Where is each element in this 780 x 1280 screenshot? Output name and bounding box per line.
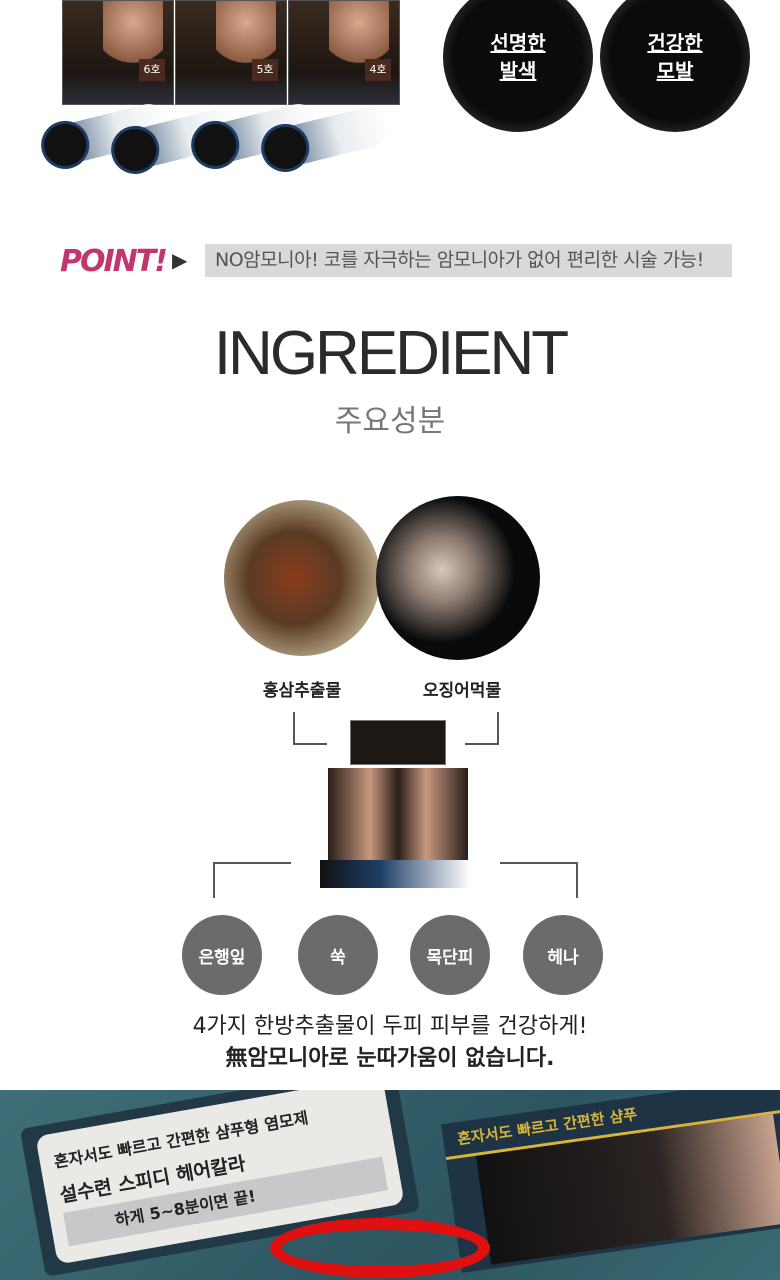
connector-line: [465, 712, 499, 745]
badge-text: 건강한: [647, 31, 703, 55]
ingredient-label: 홍삼추출물: [262, 681, 342, 701]
red-ginseng-image: [224, 500, 380, 656]
shade-label: 6호: [139, 59, 165, 81]
product-box: 5호: [175, 0, 287, 105]
section-subtitle: 주요성분: [334, 404, 446, 439]
product-box: 4호: [288, 0, 400, 105]
section-title: INGREDIENT: [213, 319, 569, 388]
connector-line: [213, 862, 291, 898]
ingredient-label: 오징어먹물: [422, 681, 502, 701]
herb-badge: 은행잎: [182, 915, 262, 995]
product-mini-top: [350, 720, 446, 765]
squid-ink-image: [376, 496, 540, 660]
product-box: 6호: [62, 0, 174, 105]
herb-badge: 쑥: [298, 915, 378, 995]
connector-line: [500, 862, 578, 898]
product-mini-boxes: [328, 768, 468, 860]
herb-badge: 목단피: [410, 915, 490, 995]
badge-text: 모발: [656, 59, 694, 83]
shade-label: 4호: [365, 59, 391, 81]
point-label: POINT!: [60, 244, 168, 279]
arrow-right-icon: ▶: [172, 248, 188, 272]
point-text: NO암모니아! 코를 자극하는 암모니아가 없어 편리한 시술 가능!: [205, 244, 732, 277]
product-box-photo: 혼자서도 빠르고 간편한 샴푸: [441, 1090, 780, 1273]
product-mini-tubes: [320, 860, 470, 888]
shade-label: 5호: [252, 59, 278, 81]
connector-line: [293, 712, 327, 745]
product-photo: 혼자서도 빠르고 간편한 샴푸 혼자서도 빠르고 간편한 샴푸형 염모제 설수련…: [0, 1090, 780, 1280]
herb-badge: 헤나: [523, 915, 603, 995]
description-line2: 無암모니아로 눈따가움이 없습니다.: [225, 1046, 555, 1071]
badge-text: 선명한: [490, 31, 546, 55]
description-line1: 4가지 한방추출물이 두피 피부를 건강하게!: [192, 1014, 588, 1039]
red-circle-highlight: [270, 1218, 490, 1278]
badge-text: 발색: [499, 59, 537, 83]
